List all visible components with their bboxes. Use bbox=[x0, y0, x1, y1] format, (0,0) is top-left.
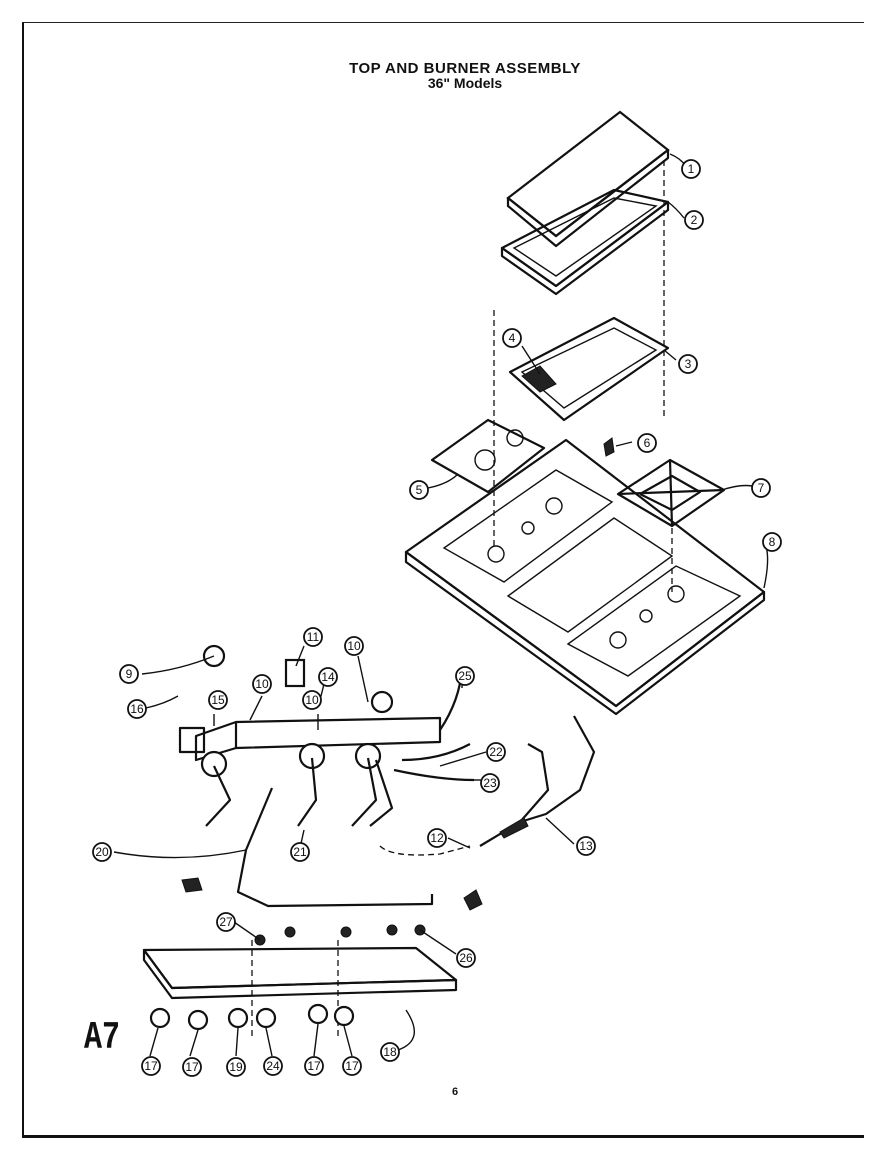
callout-19: 19 bbox=[226, 1057, 246, 1077]
svg-text:23: 23 bbox=[483, 776, 497, 790]
svg-text:25: 25 bbox=[458, 669, 472, 683]
callout-17a: 17 bbox=[141, 1056, 161, 1076]
control-knobs bbox=[149, 1003, 355, 1031]
svg-text:15: 15 bbox=[211, 693, 225, 707]
svg-text:10: 10 bbox=[255, 677, 269, 691]
svg-text:7: 7 bbox=[758, 481, 765, 495]
svg-text:6: 6 bbox=[644, 436, 651, 450]
burner-plate bbox=[430, 418, 546, 494]
svg-text:12: 12 bbox=[430, 831, 444, 845]
svg-text:9: 9 bbox=[126, 667, 133, 681]
svg-text:27: 27 bbox=[219, 915, 233, 929]
callout-11: 11 bbox=[303, 627, 323, 647]
svg-text:10: 10 bbox=[347, 639, 361, 653]
callout-14: 14 bbox=[318, 667, 338, 687]
callout-10a: 10 bbox=[252, 674, 272, 694]
callout-9: 9 bbox=[119, 664, 139, 684]
callout-20: 20 bbox=[92, 842, 112, 862]
page-frame bbox=[22, 22, 864, 1138]
griddle-cover bbox=[506, 110, 670, 248]
callout-6: 6 bbox=[637, 433, 657, 453]
page-number: 6 bbox=[452, 1086, 459, 1098]
svg-text:3: 3 bbox=[685, 357, 692, 371]
svg-text:17: 17 bbox=[185, 1060, 199, 1074]
svg-text:20: 20 bbox=[95, 845, 109, 859]
svg-text:14: 14 bbox=[321, 670, 335, 684]
callout-26: 26 bbox=[456, 948, 476, 968]
callout-16: 16 bbox=[127, 699, 147, 719]
leader-lines bbox=[113, 153, 769, 1057]
callout-25: 25 bbox=[455, 666, 475, 686]
cooktop-top bbox=[404, 438, 766, 716]
callout-10c: 10 bbox=[344, 636, 364, 656]
svg-text:11: 11 bbox=[307, 630, 320, 644]
svg-text:21: 21 bbox=[293, 845, 307, 859]
svg-text:10: 10 bbox=[305, 693, 319, 707]
svg-text:24: 24 bbox=[266, 1059, 280, 1073]
callout-7: 7 bbox=[751, 478, 771, 498]
burner-manifold bbox=[178, 644, 475, 827]
callout-22: 22 bbox=[486, 742, 506, 762]
svg-text:17: 17 bbox=[345, 1059, 359, 1073]
callout-17d: 17 bbox=[342, 1056, 362, 1076]
svg-text:1: 1 bbox=[688, 162, 695, 176]
griddle-frame bbox=[508, 316, 670, 422]
callout-18: 18 bbox=[380, 1042, 400, 1062]
diagram-title: TOP AND BURNER ASSEMBLY bbox=[349, 60, 581, 77]
valves bbox=[181, 877, 483, 946]
callout-24: 24 bbox=[263, 1056, 283, 1076]
gas-pipe bbox=[236, 787, 434, 908]
callout-17c: 17 bbox=[304, 1056, 324, 1076]
svg-text:5: 5 bbox=[416, 483, 423, 497]
callout-4: 4 bbox=[502, 328, 522, 348]
callout-15: 15 bbox=[208, 690, 228, 710]
callout-8: 8 bbox=[762, 532, 782, 552]
svg-text:2: 2 bbox=[691, 213, 698, 227]
svg-text:8: 8 bbox=[769, 535, 776, 549]
callout-12: 12 bbox=[427, 828, 447, 848]
svg-text:13: 13 bbox=[579, 839, 593, 853]
svg-text:17: 17 bbox=[144, 1059, 158, 1073]
callout-21: 21 bbox=[290, 842, 310, 862]
svg-text:17: 17 bbox=[307, 1059, 321, 1073]
svg-text:19: 19 bbox=[229, 1060, 243, 1074]
svg-text:16: 16 bbox=[130, 702, 144, 716]
callout-2: 2 bbox=[684, 210, 704, 230]
callout-1: 1 bbox=[681, 159, 701, 179]
callout-10b: 10 bbox=[302, 690, 322, 710]
svg-text:22: 22 bbox=[489, 745, 503, 759]
svg-text:18: 18 bbox=[383, 1045, 397, 1059]
callout-27: 27 bbox=[216, 912, 236, 932]
svg-text:26: 26 bbox=[459, 951, 473, 965]
callout-3: 3 bbox=[678, 354, 698, 374]
bracket-6 bbox=[603, 437, 615, 457]
callout-5: 5 bbox=[409, 480, 429, 500]
callout-13: 13 bbox=[576, 836, 596, 856]
callout-17b: 17 bbox=[182, 1057, 202, 1077]
diagram-code: A7 bbox=[84, 1016, 121, 1062]
diagram-subtitle: 36" Models bbox=[427, 75, 503, 91]
callout-23: 23 bbox=[480, 773, 500, 793]
svg-text:4: 4 bbox=[509, 331, 516, 345]
